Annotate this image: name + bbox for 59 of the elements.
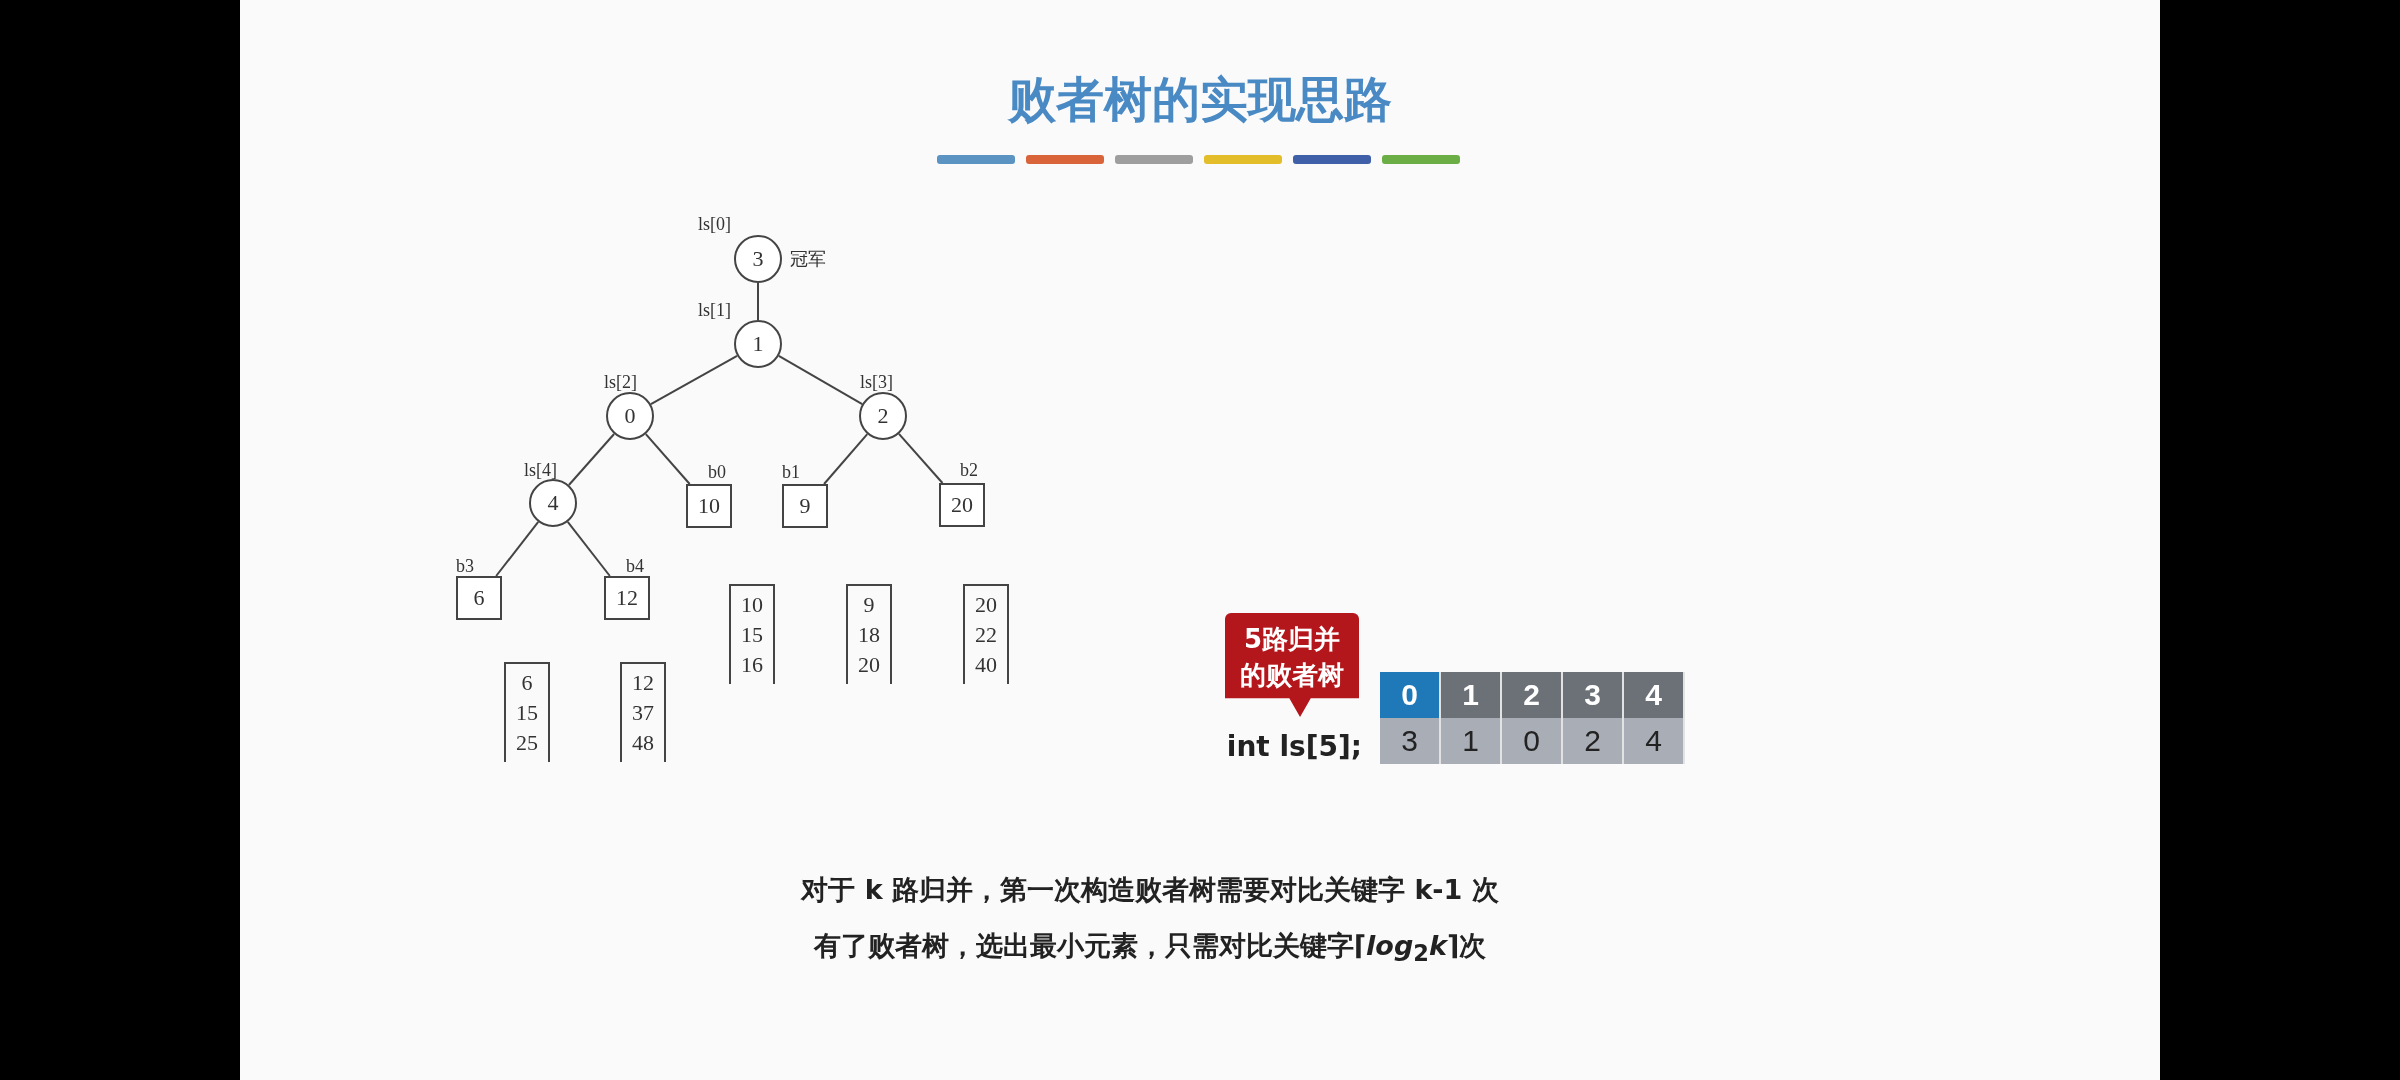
- run-value: 20: [858, 651, 880, 679]
- tree-edge: [566, 520, 611, 577]
- array-value-cell: 3: [1380, 718, 1441, 764]
- array-index-cell: 3: [1563, 672, 1624, 718]
- sorted-run-box: [846, 584, 892, 684]
- sorted-run-box: [963, 584, 1009, 684]
- run-value: 37: [632, 699, 654, 727]
- node-index-label: ls[1]: [698, 300, 731, 321]
- leaf-key-box: 20: [939, 483, 985, 527]
- run-value: 10: [741, 591, 763, 619]
- node-index-label: b3: [456, 556, 474, 577]
- sorted-run-box: [729, 584, 775, 684]
- node-index-label: b1: [782, 462, 800, 483]
- leaf-key-box: 9: [782, 484, 828, 528]
- note-text: 对于 k 路归并，第一次构造败者树需要对比关键字 k-1 次: [799, 873, 1500, 907]
- node-index-label: ls[3]: [860, 372, 893, 393]
- node-index-label: ls[4]: [524, 460, 557, 481]
- leaf-key-box: 6: [456, 576, 502, 620]
- sorted-run-box: [504, 662, 550, 762]
- tree-edge: [644, 433, 691, 485]
- slide-title: 败者树的实现思路: [1006, 70, 1393, 129]
- array-declaration: int ls[5];: [1226, 730, 1362, 763]
- tree-edge: [757, 282, 759, 321]
- node-index-label: ls[0]: [698, 214, 731, 235]
- array-index-cell: 4: [1624, 672, 1685, 718]
- tree-edge: [777, 355, 864, 405]
- run-value: 15: [741, 621, 763, 649]
- node-note: 冠军: [790, 248, 826, 271]
- run-value: 16: [741, 651, 763, 679]
- leaf-key-box: 12: [604, 576, 650, 620]
- run-value: 12: [632, 669, 654, 697]
- run-value: 18: [858, 621, 880, 649]
- sorted-run-box: [620, 662, 666, 762]
- tree-edge: [897, 432, 944, 484]
- run-value: 40: [975, 651, 997, 679]
- tree-edge: [495, 520, 540, 577]
- run-value: 6: [521, 669, 533, 697]
- node-index-label: ls[2]: [604, 372, 637, 393]
- node-index-label: b0: [708, 462, 726, 483]
- array-value-cell: 0: [1502, 718, 1563, 764]
- array-index-cell: 2: [1502, 672, 1563, 718]
- node-index-label: b2: [960, 460, 978, 481]
- tree-edge: [567, 432, 616, 487]
- run-value: 48: [632, 729, 654, 757]
- array-value-cell: 1: [1441, 718, 1502, 764]
- tree-edge: [649, 354, 739, 406]
- run-value: 15: [516, 699, 538, 727]
- run-value: 22: [975, 621, 997, 649]
- node-index-label: b4: [626, 556, 644, 577]
- array-value-cell: 2: [1563, 718, 1624, 764]
- array-index-cell: 0: [1380, 672, 1441, 718]
- tree-edge: [823, 433, 869, 485]
- array-value-cell: 4: [1624, 718, 1685, 764]
- run-value: 25: [516, 729, 538, 757]
- leaf-key-box: 10: [686, 484, 732, 528]
- run-value: 9: [863, 591, 875, 619]
- array-index-cell: 1: [1441, 672, 1502, 718]
- note-text: 有了败者树，选出最小元素，只需对比关键字⌈log$_{2}$k⌉次: [812, 929, 1488, 967]
- run-value: 20: [975, 591, 997, 619]
